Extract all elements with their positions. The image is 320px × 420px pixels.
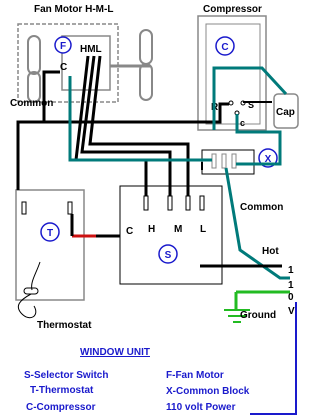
switch-c-label: C bbox=[126, 226, 133, 237]
thermostat-circle bbox=[40, 222, 60, 242]
hot-label: Hot bbox=[262, 246, 279, 257]
legend-right-1: X-Common Block bbox=[166, 386, 250, 397]
compressor: C R S c bbox=[197, 15, 267, 131]
common-right-label: Common bbox=[240, 202, 283, 213]
wire-common-teal-4 bbox=[224, 167, 290, 280]
switch-l-label: L bbox=[200, 224, 206, 235]
legend-left-0: S-Selector Switch bbox=[24, 370, 108, 381]
fan-blade-bottom-right bbox=[139, 63, 153, 101]
thermostat: T bbox=[15, 189, 85, 319]
fan-circle bbox=[54, 36, 72, 54]
wire-thermo-to-switch bbox=[70, 214, 120, 238]
selector-switch: C H M L S bbox=[119, 185, 223, 285]
cap-label: Cap bbox=[276, 107, 295, 118]
common-block-circle-letter: X bbox=[265, 154, 272, 165]
common-left-label: Common bbox=[10, 98, 53, 109]
legend-left-2: C-Compressor bbox=[26, 402, 96, 413]
compressor-circle bbox=[215, 36, 235, 56]
wire-common-teal-2 bbox=[212, 66, 288, 130]
fan-blade-bottom-left bbox=[27, 71, 41, 103]
thermostat-circle-letter: T bbox=[47, 228, 53, 239]
wire-common-teal-1 bbox=[68, 76, 212, 162]
power-term-v: V bbox=[288, 306, 295, 317]
fan-blade-top-right bbox=[139, 29, 153, 65]
ground-label: Ground bbox=[240, 310, 276, 321]
switch-m-label: M bbox=[174, 224, 182, 235]
fan-c-label: C bbox=[60, 62, 67, 73]
power-term-1a: 1 bbox=[288, 265, 294, 276]
fan-motor: F HML C bbox=[17, 23, 153, 103]
legend-title: WINDOW UNIT bbox=[80, 347, 150, 358]
legend: WINDOW UNIT S-Selector Switch T-Thermost… bbox=[24, 347, 250, 413]
capacitor: Cap bbox=[273, 93, 299, 129]
wire-fan-l bbox=[88, 55, 190, 196]
selector-circle bbox=[158, 244, 178, 264]
fan-blade-top-left bbox=[27, 35, 41, 75]
power-line bbox=[250, 302, 297, 415]
wire-common-teal-3 bbox=[235, 114, 282, 166]
fan-motor-title: Fan Motor H-M-L bbox=[34, 4, 113, 15]
common-block: X bbox=[201, 148, 278, 175]
fan-hml-label: HML bbox=[80, 44, 102, 55]
wire-top-bus bbox=[18, 102, 229, 124]
power-term-1b: 1 bbox=[288, 280, 294, 291]
relay-s-label: S bbox=[248, 100, 254, 110]
wiring-diagram: F HML C Fan Motor H-M-L C R S c Compress… bbox=[10, 4, 299, 415]
wire-fan-m bbox=[80, 55, 172, 196]
thermostat-title: Thermostat bbox=[37, 320, 92, 331]
legend-left-1: T-Thermostat bbox=[30, 385, 94, 396]
switch-h-label: H bbox=[148, 224, 155, 235]
selector-circle-letter: S bbox=[165, 250, 172, 261]
ground-symbol bbox=[224, 309, 250, 323]
compressor-circle-letter: C bbox=[221, 42, 228, 53]
compressor-title: Compressor bbox=[203, 4, 262, 15]
legend-right-0: F-Fan Motor bbox=[166, 370, 224, 381]
relay-c-label: c bbox=[240, 118, 245, 128]
legend-right-2: 110 volt Power bbox=[166, 402, 236, 413]
fan-circle-letter: F bbox=[60, 41, 66, 52]
power-term-0: 0 bbox=[288, 292, 294, 303]
